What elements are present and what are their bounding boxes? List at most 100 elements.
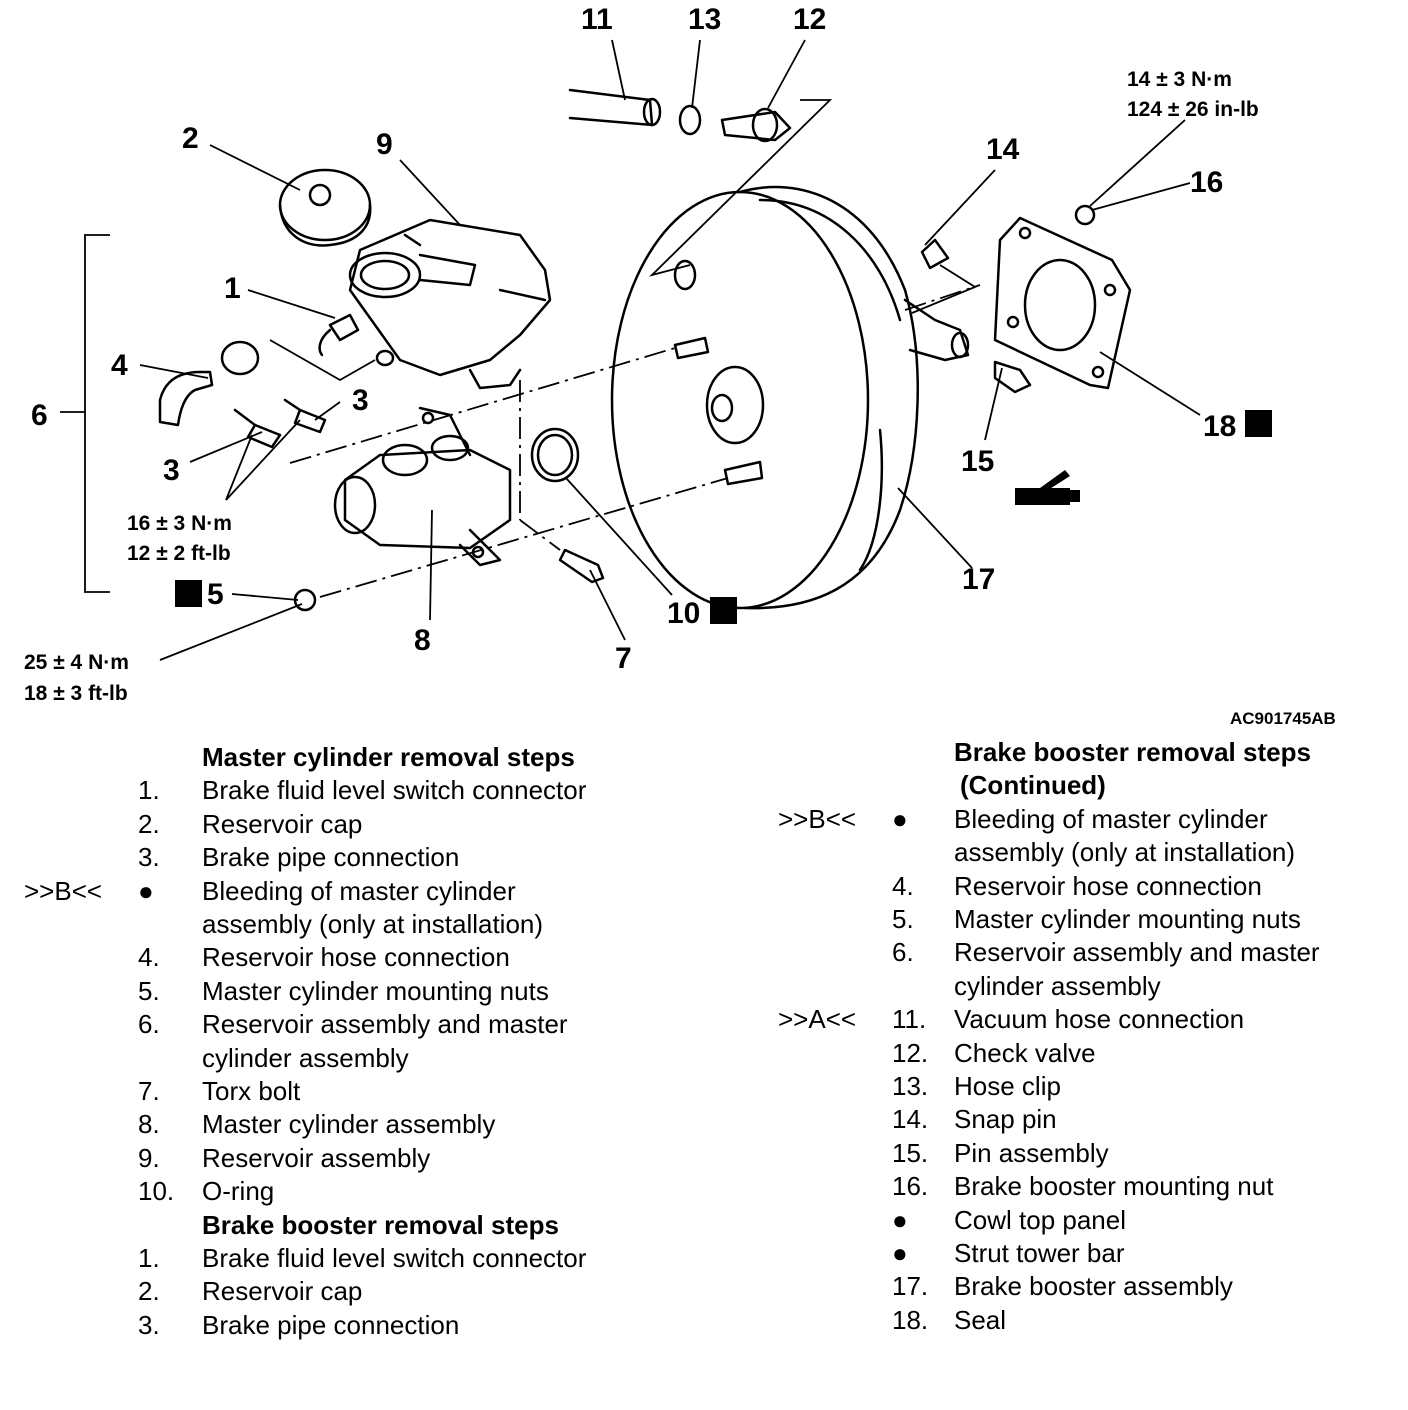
callout-16: 16 xyxy=(1190,166,1223,199)
step-item: 3.Brake pipe connection xyxy=(24,1309,664,1342)
callout-14: 14 xyxy=(986,133,1020,166)
step-text: Brake pipe connection xyxy=(202,842,460,873)
new-part-badge-18: N xyxy=(1245,410,1272,437)
step-number: 18. xyxy=(892,1304,929,1335)
svg-text:N: N xyxy=(1250,412,1266,437)
snap-pin-drawing xyxy=(920,238,950,270)
step-text: Master cylinder mounting nuts xyxy=(202,975,549,1006)
step-item: 18. Seal xyxy=(778,1304,1378,1337)
exploded-view-diagram: 1 2 3 3 4 5 6 7 8 9 10 11 12 13 14 15 16… xyxy=(24,3,1336,728)
booster-nut-drawing xyxy=(1074,204,1096,226)
grease-gun-icon xyxy=(1015,470,1080,505)
callout-8: 8 xyxy=(414,624,431,657)
step-number: 6. xyxy=(138,1009,160,1040)
callout-15: 15 xyxy=(961,445,994,478)
step-item: >>A<<11.Vacuum hose connection xyxy=(778,1003,1378,1036)
torque-booster-nut-inlb: 124 ± 26 in-lb xyxy=(1127,98,1259,121)
vacuum-hose-drawing xyxy=(568,88,792,143)
bullet-icon: ● xyxy=(892,1204,908,1235)
step-item: 1.Brake fluid level switch connector xyxy=(24,774,664,807)
callout-10: 10 xyxy=(667,597,700,630)
step-item: 3.Brake pipe connection xyxy=(24,841,664,874)
step-item: 5.Master cylinder mounting nuts xyxy=(778,903,1378,936)
step-text: Snap pin xyxy=(954,1104,1057,1135)
step-number: 15. xyxy=(892,1137,929,1168)
master-cylinder-drawing xyxy=(333,406,512,567)
step-number: 1. xyxy=(138,775,160,806)
step-number: 11. xyxy=(892,1004,927,1035)
svg-text:N: N xyxy=(180,582,196,607)
step-number: 5. xyxy=(138,975,160,1006)
callout-7: 7 xyxy=(615,642,632,675)
step-number: 13. xyxy=(892,1070,929,1101)
step-item: ● Strut tower bar xyxy=(778,1237,1378,1270)
step-item: 4. Reservoir hose connection xyxy=(24,941,664,974)
step-item: 2.Reservoir cap xyxy=(24,808,664,841)
step-item: 6.Reservoir assembly and master cylinder… xyxy=(24,1008,664,1075)
callout-17: 17 xyxy=(962,563,995,596)
torque-brake-pipe-nm: 16 ± 3 N·m xyxy=(127,512,232,535)
step-item: 12. Check valve xyxy=(778,1037,1378,1070)
step-text: Reservoir cap xyxy=(202,1276,363,1307)
reservoir-cap-drawing xyxy=(278,168,372,247)
step-text: Bleeding of master cylinder assembly (on… xyxy=(202,875,544,939)
step-number: 3. xyxy=(138,1309,160,1340)
step-number: 1. xyxy=(138,1242,160,1273)
figure-id: AC901745AB xyxy=(1230,709,1336,728)
step-mark: >>B<< xyxy=(24,875,103,906)
step-text: Check valve xyxy=(954,1037,1096,1068)
step-item: 15.Pin assembly xyxy=(778,1137,1378,1170)
step-text: Reservoir assembly and master cylinder a… xyxy=(954,937,1320,1001)
torque-booster-nut-nm: 14 ± 3 N·m xyxy=(1127,68,1232,91)
step-text: Master cylinder mounting nuts xyxy=(954,903,1301,934)
step-text: Hose clip xyxy=(954,1070,1061,1101)
step-item: >>B<<●Bleeding of master cylinder assemb… xyxy=(778,803,1378,870)
step-item: 10. O-ring xyxy=(24,1175,664,1208)
new-part-badge-10: N xyxy=(710,597,737,624)
callout-3-lower: 3 xyxy=(163,454,180,487)
callout-2: 2 xyxy=(182,122,199,155)
brake-pipe-nut-drawing xyxy=(246,408,327,449)
step-item: ●Cowl top panel xyxy=(778,1204,1378,1237)
step-number: 7. xyxy=(138,1075,160,1106)
step-text: Brake fluid level switch connector xyxy=(202,1242,587,1273)
torque-mc-nut-ftlb: 18 ± 3 ft-lb xyxy=(24,682,128,705)
brake-booster-drawing xyxy=(610,185,970,610)
step-text: Seal xyxy=(954,1304,1007,1335)
callout-11: 11 xyxy=(581,3,613,36)
step-number: 14. xyxy=(892,1104,929,1135)
section-title-suffix: (Continued) xyxy=(960,770,1106,801)
step-text: O-ring xyxy=(202,1176,275,1207)
torque-brake-pipe-ftlb: 12 ± 2 ft-lb xyxy=(127,542,231,565)
section-title: Brake booster removal steps xyxy=(954,737,1311,767)
step-item: 8.Master cylinder assembly xyxy=(24,1108,664,1141)
step-item: 9.Reservoir assembly xyxy=(24,1142,664,1175)
callout-18: 18 xyxy=(1203,410,1236,443)
master-cylinder-steps: Master cylinder removal steps 1.Brake fl… xyxy=(24,741,664,1342)
step-mark: >>B<< xyxy=(778,803,857,834)
o-ring-drawing xyxy=(530,427,580,483)
step-number: 12. xyxy=(892,1037,929,1068)
bullet-icon: ● xyxy=(892,1237,908,1268)
brake-booster-steps-continued: Brake booster removal steps (Continued) … xyxy=(778,736,1378,1337)
reservoir-hose-drawing xyxy=(158,340,260,427)
step-text: Reservoir hose connection xyxy=(954,870,1262,901)
step-mark: >>A<< xyxy=(778,1004,857,1035)
callout-4: 4 xyxy=(111,349,128,382)
step-item: 4.Reservoir hose connection xyxy=(778,870,1378,903)
pin-assembly-drawing xyxy=(993,360,1032,394)
step-number: 9. xyxy=(138,1142,160,1173)
callout-13: 13 xyxy=(688,3,721,36)
step-item: >>B<<●Bleeding of master cylinder assemb… xyxy=(24,875,664,942)
step-item: 2.Reservoir cap xyxy=(24,1275,664,1308)
step-number: 10. xyxy=(138,1176,175,1207)
step-number: 16. xyxy=(892,1171,929,1202)
step-item: 13. Hose clip xyxy=(778,1070,1378,1103)
step-number: 8. xyxy=(138,1109,160,1140)
callout-12: 12 xyxy=(793,3,826,36)
step-item: 5. Master cylinder mounting nuts xyxy=(24,975,664,1008)
step-number: 4. xyxy=(138,942,160,973)
step-text: Strut tower bar xyxy=(954,1237,1125,1268)
step-text: Reservoir hose connection xyxy=(202,942,510,973)
step-item: 17.Brake booster assembly xyxy=(778,1270,1378,1303)
